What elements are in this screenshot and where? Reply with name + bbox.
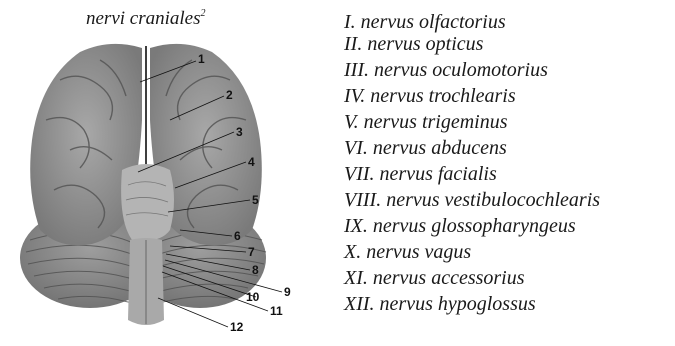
cranial-nerve-list: I. nervus olfactorius II. nervus opticus… [344, 9, 600, 317]
nerve-item-4: IV. nervus trochlearis [344, 83, 600, 109]
label-8: 8 [252, 263, 259, 277]
brain-base-illustration: 1 2 3 4 5 6 7 8 9 10 11 12 [0, 0, 340, 346]
label-3: 3 [236, 125, 243, 139]
label-11: 11 [270, 304, 283, 318]
label-1: 1 [198, 52, 205, 66]
label-5: 5 [252, 193, 259, 207]
label-7: 7 [248, 245, 255, 259]
nerve-item-7: VII. nervus facialis [344, 161, 600, 187]
label-6: 6 [234, 229, 241, 243]
label-9: 9 [284, 285, 291, 299]
nerve-item-8: VIII. nervus vestibulocochlearis [344, 187, 600, 213]
nerve-item-9: IX. nervus glossopharyngeus [344, 213, 600, 239]
nerve-item-11: XI. nervus accessorius [344, 265, 600, 291]
nerve-item-2: II. nervus opticus [344, 31, 600, 57]
nerve-item-12: XII. nervus hypoglossus [344, 291, 600, 317]
nerve-item-10: X. nervus vagus [344, 239, 600, 265]
nerve-item-3: III. nervus oculomotorius [344, 57, 600, 83]
nerve-item-5: V. nervus trigeminus [344, 109, 600, 135]
label-10: 10 [246, 290, 260, 304]
label-2: 2 [226, 88, 233, 102]
label-4: 4 [248, 155, 255, 169]
label-12: 12 [230, 320, 244, 334]
nerve-item-6: VI. nervus abducens [344, 135, 600, 161]
